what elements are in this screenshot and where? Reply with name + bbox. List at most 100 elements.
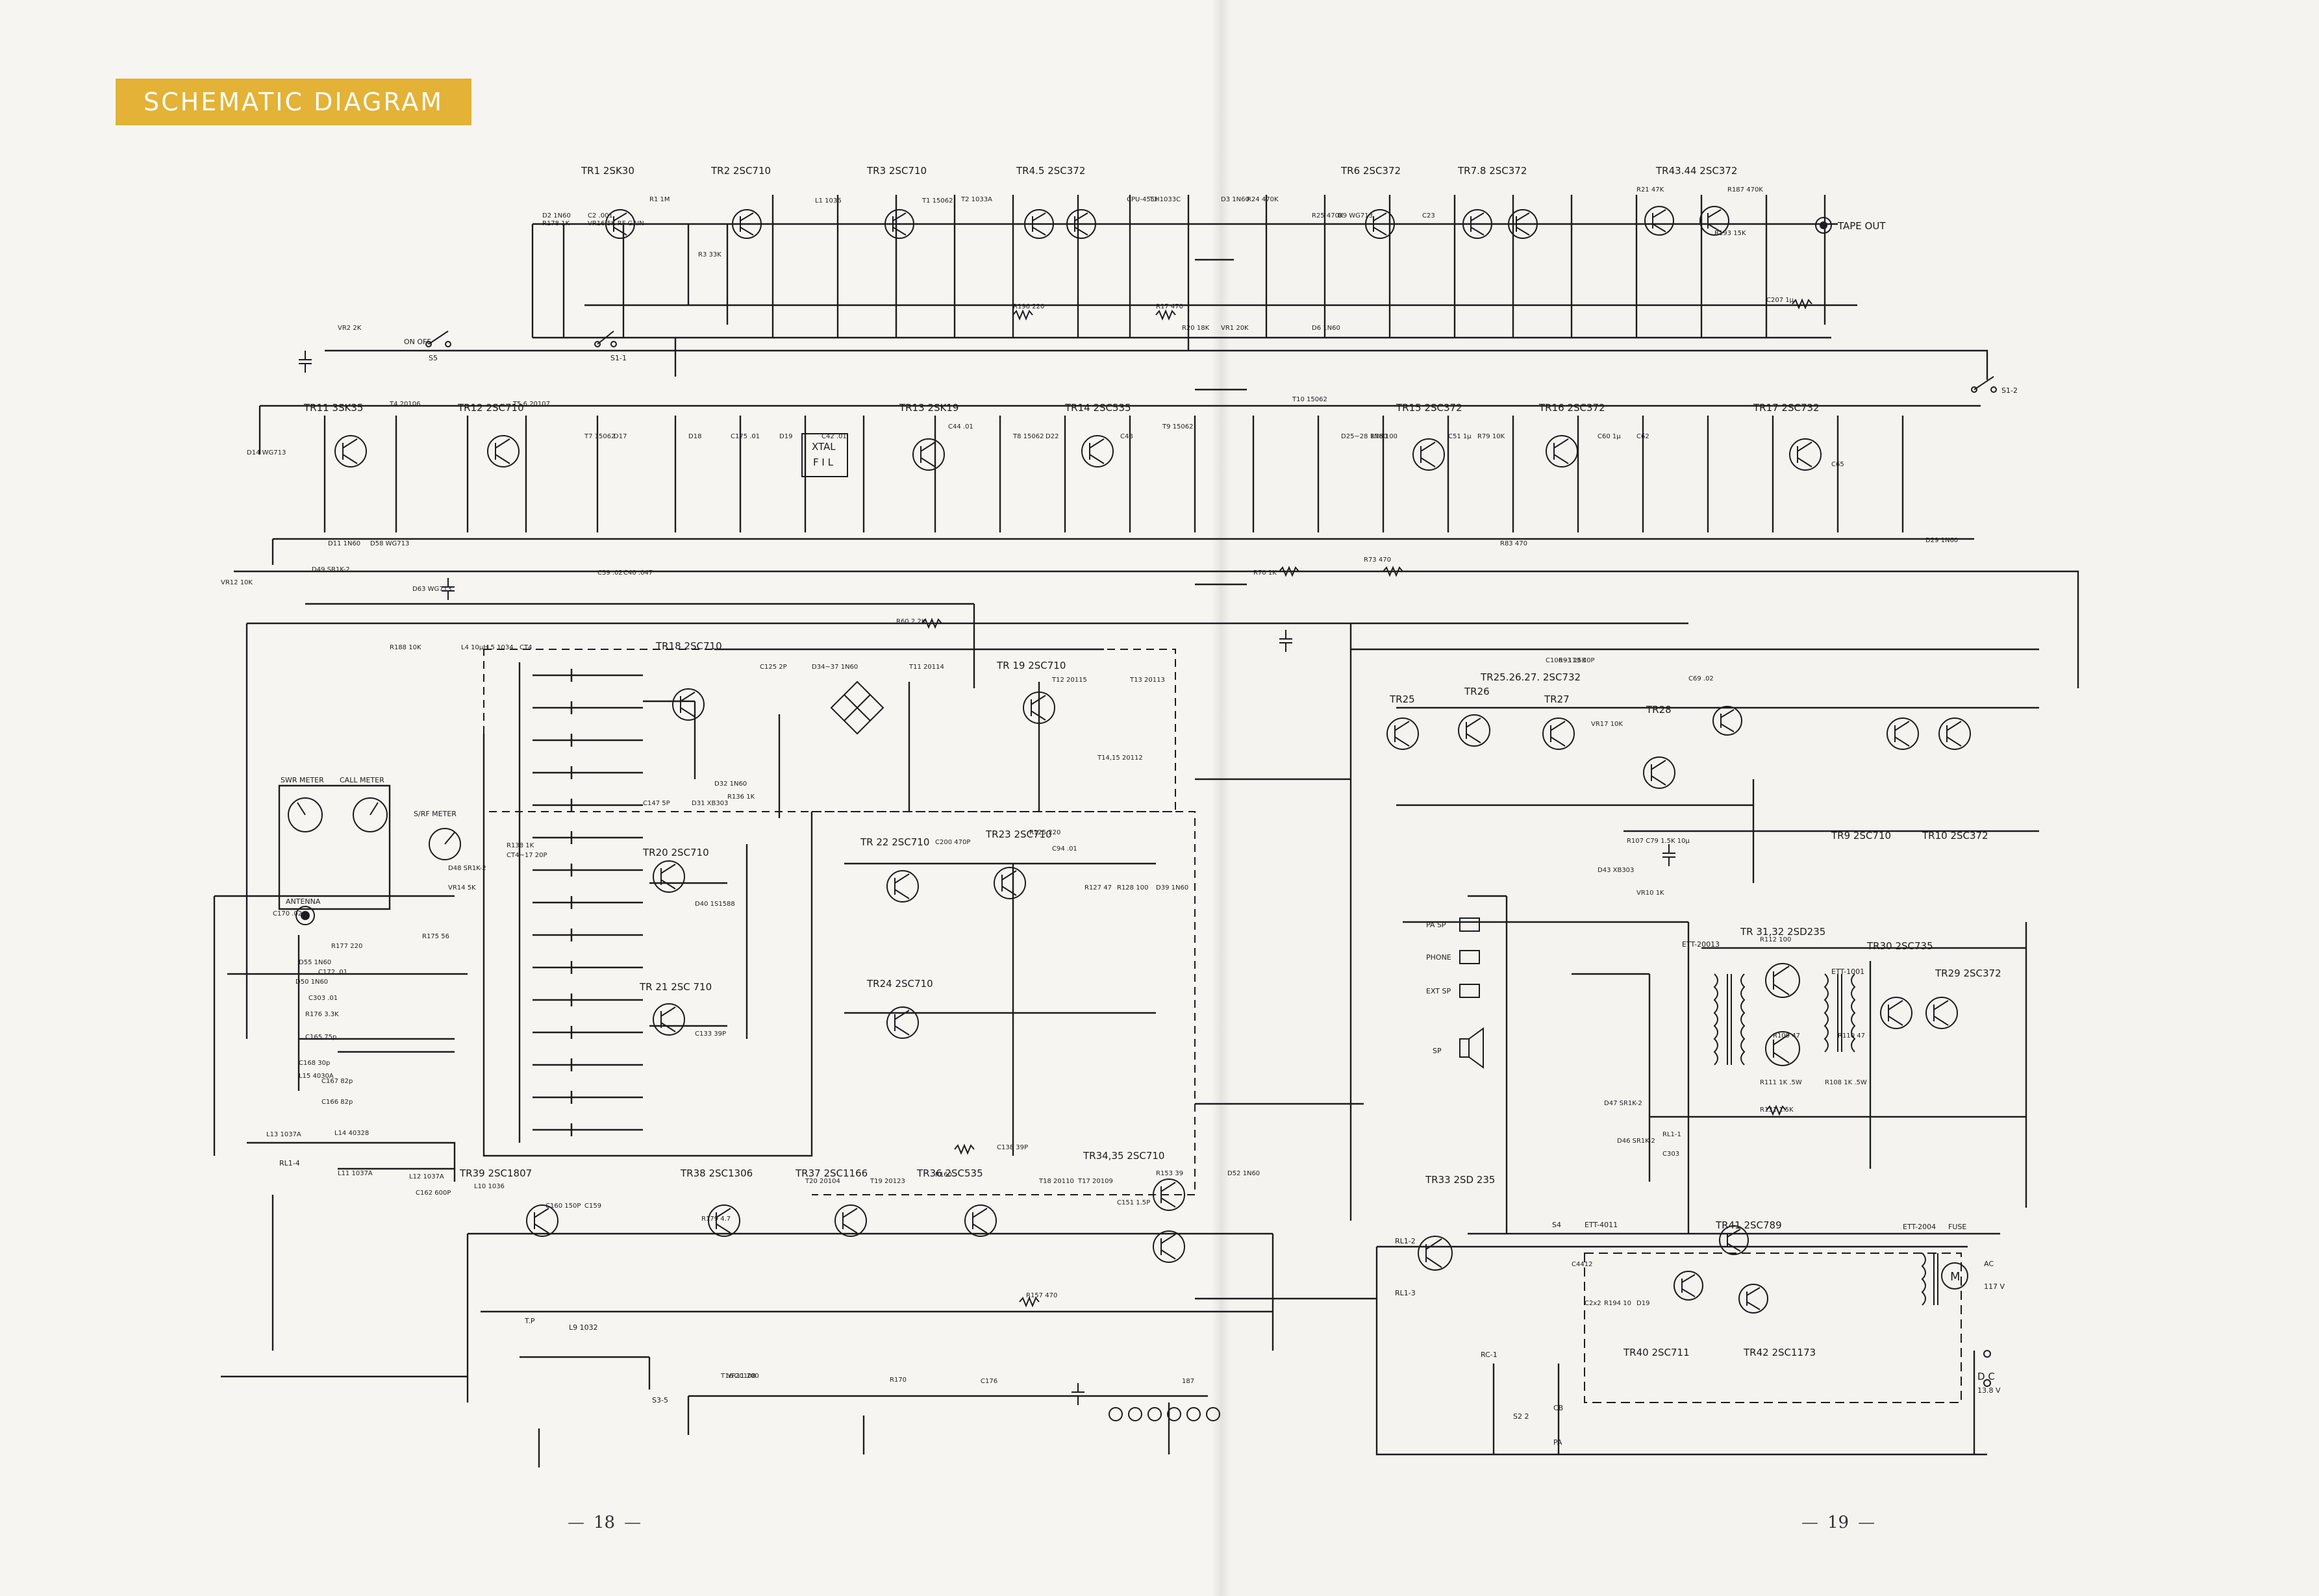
component-value-label: D2 1N60 — [542, 212, 571, 219]
transistor-symbol — [834, 1204, 867, 1237]
component-value-label: D11 1N60 — [328, 540, 360, 547]
component-value-label: C4412 — [1572, 1261, 1592, 1268]
tr24-label: TR24 2SC710 — [866, 978, 933, 990]
ett-20013-label: ETT-20013 — [1682, 940, 1720, 949]
component-value-label: R93 15K — [1559, 657, 1586, 664]
component-value-label: R157 470 — [1026, 1292, 1057, 1299]
component-value-label: D39 1N60 — [1156, 884, 1188, 892]
transistor-symbol — [334, 435, 367, 468]
tr20-label: TR20 2SC710 — [642, 847, 709, 858]
component-value-label: R111 1K .5W — [1760, 1079, 1802, 1086]
page-number-left: 18 — [558, 1513, 650, 1532]
component-value-label: C40 .047 — [623, 569, 653, 577]
component-value-label: T10 15062 — [1292, 396, 1327, 403]
ett-4011-label: ETT-4011 — [1585, 1221, 1618, 1229]
dc-label: D C — [1977, 1371, 1995, 1382]
wire-network — [213, 195, 2079, 1467]
component-value-label: T18 20110 — [1038, 1178, 1074, 1185]
phone-jack-icon — [1459, 950, 1480, 964]
tr6-label: TR6 2SC372 — [1340, 165, 1401, 177]
component-value-label: L13 1037A — [266, 1131, 301, 1138]
transistor-symbol — [526, 1204, 558, 1237]
right-page — [1221, 0, 2319, 1596]
component-value-label: C172 .01 — [318, 969, 347, 976]
transistor-symbol — [653, 1003, 685, 1036]
component-value-label: R83 470 — [1500, 540, 1527, 547]
transistor-symbol — [886, 1006, 919, 1039]
component-value-label: R21 47K — [1636, 186, 1664, 193]
capacitor-c66 — [1279, 630, 1292, 652]
rl1-4-label: RL1-4 — [279, 1159, 300, 1167]
component-value-label: D48 SR1K-2 — [448, 865, 486, 872]
component-value-label: T9 15062 — [1162, 423, 1193, 430]
power-transformer — [1921, 1253, 1938, 1306]
tp-label: T.P — [524, 1317, 535, 1325]
component-value-label: C160 150P — [545, 1203, 581, 1210]
speaker-icon — [1459, 1027, 1484, 1069]
component-value-label: D6 1N60 — [1312, 325, 1340, 332]
tr7-8-label: TR7.8 2SC372 — [1457, 165, 1527, 177]
component-value-label: T1 15062 — [921, 197, 953, 205]
component-value-label: R138 1K — [507, 842, 534, 849]
tr27-label: TR27 — [1544, 693, 1570, 705]
motor-icon: M — [1941, 1262, 1968, 1290]
transistor-symbol — [1418, 1236, 1453, 1271]
svg-text:M: M — [1950, 1270, 1961, 1284]
component-value-label: D43 XB303 — [1598, 867, 1634, 874]
component-value-label: D40 1S1588 — [695, 901, 735, 908]
component-value-label: R193 15K — [1714, 230, 1746, 237]
component-value-label: C175 .01 — [731, 433, 760, 440]
transistor-symbol — [884, 209, 914, 239]
tr16-label: TR16 2SC372 — [1538, 402, 1605, 414]
tr17-label: TR17 2SC732 — [1753, 402, 1820, 414]
component-value-label: D19 — [779, 433, 792, 440]
tr19-label: TR 19 2SC710 — [996, 660, 1066, 671]
component-value-label: R187 470K — [1727, 186, 1763, 193]
component-value-label: VR2 2K — [338, 325, 362, 332]
fil-label: F I L — [813, 456, 834, 468]
resistor-r73 — [1383, 566, 1403, 577]
ext-sp-jack-icon — [1459, 984, 1480, 998]
component-value-label: C106~119 30P — [1546, 657, 1594, 664]
transistor-symbol — [1712, 706, 1742, 736]
component-value-label: C207 1µ — [1766, 297, 1794, 304]
component-value-label: R160 — [935, 1171, 952, 1178]
rc1-label: RC-1 — [1481, 1351, 1498, 1359]
component-value-label: R24 470K — [1247, 196, 1279, 203]
component-value-label: R109 47 — [1773, 1032, 1800, 1040]
transistor-symbol — [1738, 1284, 1768, 1314]
component-value-label: R170 — [890, 1377, 907, 1384]
pa-sp-label: PA SP — [1426, 921, 1446, 929]
component-value-label: C168 30p — [299, 1060, 330, 1067]
ett-1001-label: ETT-1001 — [1831, 967, 1864, 976]
component-value-label: R73 470 — [1364, 556, 1391, 564]
transistor-symbol — [1925, 997, 1958, 1029]
transistor-symbol — [1644, 206, 1674, 236]
component-value-label: CPU-455H — [1127, 196, 1160, 203]
component-value-label: D19 — [1636, 1300, 1649, 1307]
resistor-r157 — [1019, 1296, 1040, 1308]
transistor-symbol — [653, 860, 685, 893]
component-value-label: R1 1M — [649, 196, 670, 203]
page-number-right: 19 — [1792, 1513, 1884, 1532]
transistor-symbol — [672, 688, 705, 721]
on-off-label: ON OFF — [404, 338, 431, 346]
tr2-label: TR2 2SC710 — [710, 165, 771, 177]
swr-meter-gauge — [288, 797, 323, 832]
component-value-label: L15 4030A — [299, 1073, 334, 1080]
tr26-label: TR26 — [1464, 686, 1490, 697]
transistor-symbol — [1887, 717, 1919, 750]
component-value-label: R78 100 — [1370, 433, 1398, 440]
component-value-label: T5.6 20107 — [512, 401, 550, 408]
component-value-label: C170 .02 — [273, 910, 302, 917]
component-value-label: R112 100 — [1760, 936, 1791, 943]
component-value-label: D50 1N60 — [295, 979, 328, 986]
component-value-label: R20 18K — [1182, 325, 1210, 332]
switch-s1-2 — [1971, 376, 1997, 393]
resistor-r112 — [1766, 1104, 1786, 1116]
tr37-label: TR37 2SC1166 — [795, 1167, 868, 1179]
capacitor-c39 — [442, 578, 455, 600]
dc-terminals — [1983, 1350, 1991, 1387]
component-value-label: C303 — [1662, 1151, 1679, 1158]
